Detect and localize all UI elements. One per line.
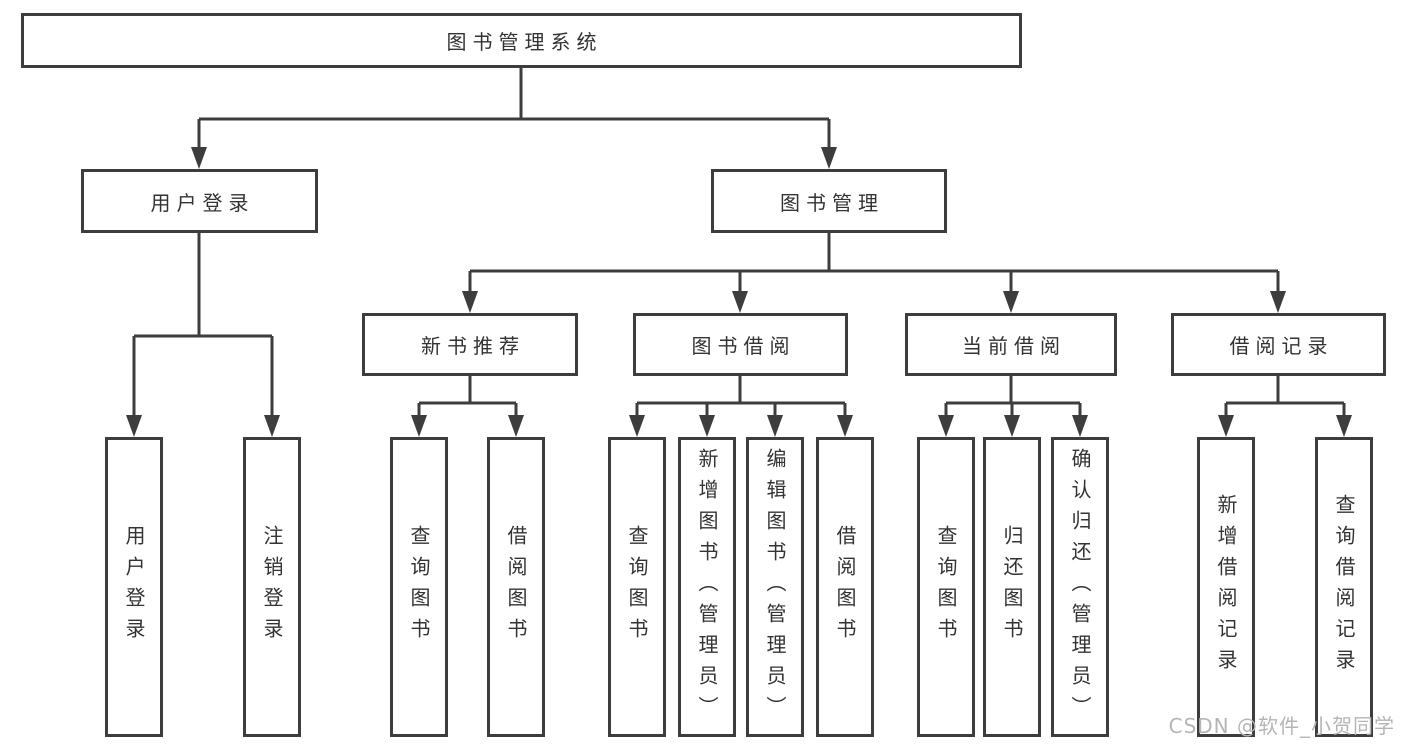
arrow-down-icon [837,415,853,437]
arrow-down-icon [1004,415,1020,437]
node-root: 图书管理系统 [21,13,1022,68]
node-label: 新增图书（管理员） [695,447,719,727]
leaf-borrow-books-recommend: 借阅图书 [487,437,545,737]
node-label: 当前借阅 [962,334,1066,358]
arrow-down-icon [264,415,280,437]
node-label: 借阅图书 [504,525,528,649]
node-new-book-recommend: 新书推荐 [362,313,578,376]
leaf-query-books-borrow: 查询图书 [608,437,666,737]
node-current-borrowing: 当前借阅 [905,313,1117,376]
arrow-down-icon [508,415,524,437]
node-book-borrowing: 图书借阅 [633,313,848,376]
node-label: 图书借阅 [691,334,796,358]
leaf-borrow-books: 借阅图书 [816,437,874,737]
arrow-down-icon [1003,291,1019,313]
arrow-down-icon [629,415,645,437]
arrow-down-icon [1072,415,1088,437]
leaf-logout: 注销登录 [243,437,301,737]
node-book-management: 图书管理 [711,169,947,233]
leaf-return-book: 归还图书 [983,437,1041,737]
leaf-add-book-admin: 新增图书（管理员） [678,437,736,737]
arrow-down-icon [767,415,783,437]
arrow-down-icon [1218,415,1234,437]
node-user-login: 用户登录 [81,169,318,233]
leaf-add-borrow-record: 新增借阅记录 [1197,437,1255,737]
leaf-query-borrow-record: 查询借阅记录 [1315,437,1373,737]
leaf-confirm-return-admin: 确认归还（管理员） [1051,437,1109,737]
connector-path [132,68,1346,416]
node-label: 查询图书 [934,525,958,649]
leaf-edit-book-admin: 编辑图书（管理员） [746,437,804,737]
arrow-down-icon [732,291,748,313]
arrow-down-icon [411,415,427,437]
arrow-down-icon [462,291,478,313]
arrow-down-icon [938,415,954,437]
leaf-query-books-current: 查询图书 [917,437,975,737]
node-label: 图书管理系统 [446,30,603,54]
arrow-down-icon [126,415,142,437]
node-label: 查询图书 [407,525,431,649]
csdn-watermark: CSDN @软件_小贺同学 [1168,714,1395,738]
node-label: 新增借阅记录 [1214,494,1238,680]
node-label: 查询图书 [625,525,649,649]
node-label: 用户登录 [122,525,146,649]
arrow-down-icon [699,415,715,437]
arrow-down-icon [1270,291,1286,313]
node-borrowing-records: 借阅记录 [1171,313,1386,376]
node-label: 注销登录 [260,525,284,649]
node-label: 图书管理 [780,190,884,215]
node-label: 新书推荐 [421,334,525,358]
node-label: 确认归还（管理员） [1068,447,1092,727]
leaf-query-books-recommend: 查询图书 [390,437,448,737]
node-label: 编辑图书（管理员） [763,447,787,727]
node-label: 借阅图书 [833,525,857,649]
node-label: 借阅记录 [1229,334,1334,358]
arrow-down-icon [1336,415,1352,437]
arrow-down-icon [191,147,207,169]
node-label: 归还图书 [1000,525,1024,649]
node-label: 用户登录 [150,190,255,215]
node-label: 查询借阅记录 [1332,494,1356,680]
arrow-down-icons [126,147,1352,437]
leaf-user-login: 用户登录 [105,437,163,737]
arrow-down-icon [821,147,837,169]
